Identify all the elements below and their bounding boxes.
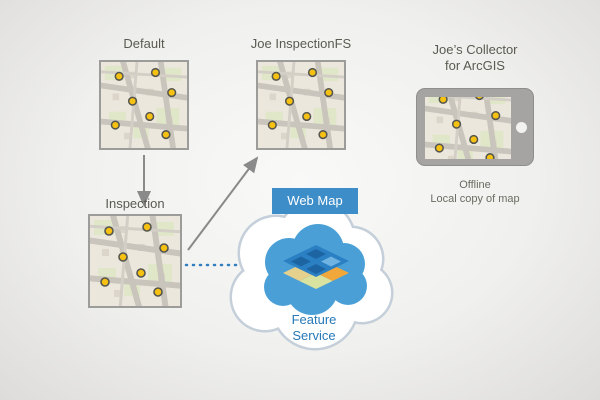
home-button-icon — [516, 122, 527, 133]
feature-service-label-line2: Service — [292, 328, 336, 343]
map-layers-icon — [283, 245, 349, 289]
collector-title: Joe’s Collector for ArcGIS — [405, 42, 545, 74]
arrow-inspection-to-joe-inspectionfs — [187, 156, 259, 251]
web-map-badge: Web Map — [272, 188, 358, 214]
map-image — [101, 62, 187, 148]
collector-title-line1: Joe’s Collector — [432, 42, 518, 57]
joe-inspectionfs-map-label: Joe InspectionFS — [250, 36, 352, 51]
inspection-map-label: Inspection — [105, 196, 165, 211]
tablet-screen — [425, 97, 511, 159]
map-thumbnail-inspection — [88, 214, 182, 308]
map-image — [425, 97, 511, 159]
map-thumbnail-joe-inspectionfs — [256, 60, 346, 150]
tablet-device — [416, 88, 534, 166]
collector-caption-line1: Offline — [459, 179, 491, 191]
feature-service-label: Feature Service — [262, 312, 366, 344]
default-map-label: Default — [123, 36, 165, 51]
collector-caption: Offline Local copy of map — [405, 178, 545, 206]
map-image — [258, 62, 344, 148]
collector-caption-line2: Local copy of map — [430, 193, 520, 205]
collector-title-line2: for ArcGIS — [445, 58, 505, 73]
cloud-icon — [229, 199, 394, 351]
map-thumbnail-default — [99, 60, 189, 150]
feature-service-label-line1: Feature — [291, 312, 337, 327]
map-image — [90, 216, 180, 306]
